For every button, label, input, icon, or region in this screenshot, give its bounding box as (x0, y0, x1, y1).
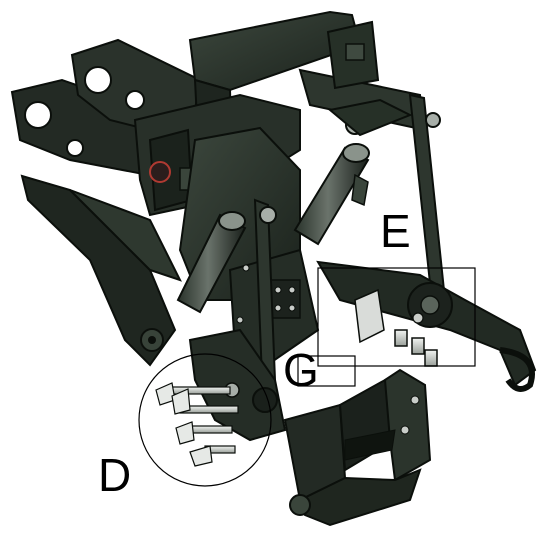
callout-d-circle (138, 353, 272, 487)
callout-e-box (317, 267, 476, 367)
central-housing (178, 126, 320, 372)
bolt-group-d (155, 382, 239, 467)
mount-hole-icon (125, 90, 145, 110)
detail-label-d: D (98, 449, 132, 501)
plate-icon (354, 288, 385, 344)
hydraulic-cylinder-left (176, 211, 247, 314)
mount-hole-icon (24, 101, 52, 129)
bolt-group-e (394, 312, 438, 367)
detail-label-g: G (283, 344, 319, 396)
mount-hole-icon (84, 66, 112, 94)
lower-hitch-bracket-g (283, 368, 432, 527)
detail-label-e: E (380, 205, 411, 257)
red-seal-icon (149, 161, 171, 183)
hook-arm-e (316, 260, 537, 392)
lower-left-arm (20, 174, 182, 367)
top-link-rods (253, 93, 447, 382)
hydraulic-cylinder-right (293, 143, 370, 246)
callout-g-box (297, 355, 356, 387)
